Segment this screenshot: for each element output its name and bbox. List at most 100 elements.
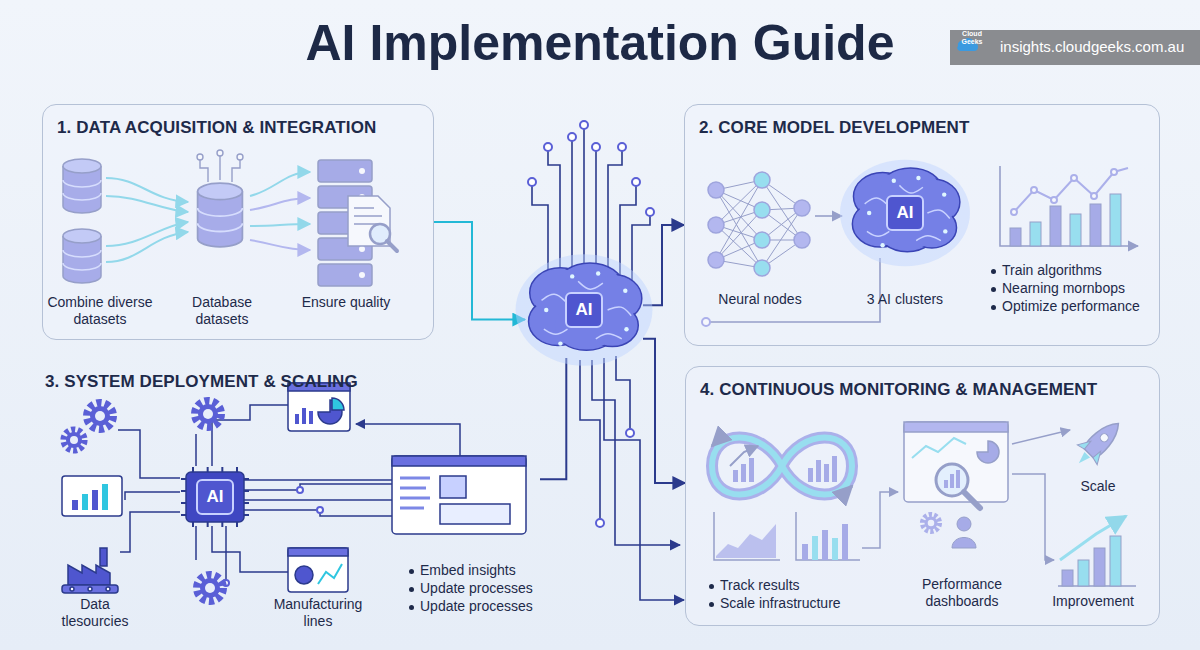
ai-badge: AI [565,292,603,328]
label-holder: insights.cloudgeeks.com.au [1000,38,1184,55]
connector-arrow [643,339,685,483]
section-heading: 4. CONTINUOUS MONITORING & MANAGEMENT [700,380,1097,400]
bar-chart-card [62,476,122,516]
bullet-text: Update processes [420,580,533,597]
circuit-dots [618,143,626,151]
factory-icon [106,587,110,591]
gear-icons [64,430,85,451]
bar-chart-card [102,484,108,510]
feedback-arrow [356,424,460,456]
label-holder: 3 AI clusters [850,291,960,308]
deployment-wires [244,499,392,501]
brain-shape [840,160,970,267]
circuit-dots [544,143,552,151]
caption-text: Scale [1068,478,1128,495]
chip-shape [181,467,249,527]
watermark-bar [950,30,1200,65]
pie-card [295,408,313,424]
factory-icon [70,587,74,591]
page-title: AI Implementation Guide [306,14,895,72]
wire-dots [317,507,323,513]
caption-text: Data tlesourcies [55,596,135,630]
circuit-lines [583,128,585,266]
caption-text: Manufacturing lines [266,596,371,630]
brain-shape [867,211,871,215]
pie-card [302,408,306,424]
circuit-arrows [680,599,684,601]
bullet-dot [709,584,714,589]
bar-chart-card [82,494,88,510]
circuit-dots [626,429,634,437]
bullet-dot [409,569,414,574]
gear-icons [195,401,221,427]
circuit-dots [646,208,654,216]
dashboard-window [392,456,526,534]
chip-shape [181,467,249,527]
bullet-text: Optimize performance [1002,298,1140,315]
deployment-wires [118,430,180,478]
label-holder: Nearning mornbops [1002,280,1125,297]
caption-text: Neural nodes [705,291,815,308]
deployment-wires [125,492,180,500]
bar-chart-card [72,484,108,510]
circuit-arrows [660,544,680,546]
chip-shape [181,467,249,527]
circuit-lines [580,360,600,520]
bar-chart-card [92,490,98,510]
label-holder: Scale [1068,478,1128,495]
circuit-lines [548,150,560,272]
label-holder: Neural nodes [705,291,815,308]
pie-card [295,414,299,424]
label-holder: Combine diverse datasets [40,294,160,328]
circuit-dots [592,143,600,151]
bullet-text: Embed insights [420,562,516,579]
chip-shape [181,467,249,527]
brain-shape [899,185,923,193]
circuit-dots [528,121,654,527]
brain-shape [544,329,568,334]
dashboard-window [400,478,430,508]
gear-icons [197,575,223,601]
brain-shape [892,179,896,183]
caption-text: 3 AI clusters [850,291,960,308]
brain-shape [927,210,949,219]
brain-shape [542,294,567,302]
bullet-dot [991,305,996,310]
ai-badge: AI [196,479,234,515]
circuit-lines [616,356,630,430]
factory-icon [62,585,118,593]
ai-brain: AI [525,262,643,358]
circuit-lines [604,358,680,600]
bullet-text: Scale infrastructure [720,595,841,612]
circuit-lines [592,360,660,545]
label-holder: Ensure quality [291,294,401,311]
deployment-wires [244,479,392,481]
brain-shape [516,254,653,365]
pie-card [332,398,344,410]
bullet-dot [991,287,996,292]
bullet-dot [409,605,414,610]
label-holder: Manufacturing lines [266,596,371,630]
factory-icon [100,548,107,566]
circuit-dots [528,178,536,186]
label-holder: Cloud Geeks [957,30,987,46]
label-holder: Update processes [420,580,533,597]
pie-card [309,411,313,424]
caption-text: insights.cloudgeeks.com.au [1000,38,1184,55]
caption-text: Combine diverse datasets [40,294,160,328]
bar-chart-card [72,500,78,510]
chip-shape [186,472,244,522]
factory-icon [68,565,110,585]
deployment-wires [244,484,392,490]
brain-shape [516,254,653,365]
gear-icons [87,403,113,429]
circuit-dots [580,121,588,129]
circuit-arrows [660,545,684,600]
brain-shape [596,271,600,275]
brain-shape [624,327,628,331]
label-holder: Data tlesourcies [55,596,135,630]
factory-icon [62,548,118,593]
label-holder: Embed insights [420,562,516,579]
chip-shape [181,467,249,527]
circuit-dots [568,133,576,141]
